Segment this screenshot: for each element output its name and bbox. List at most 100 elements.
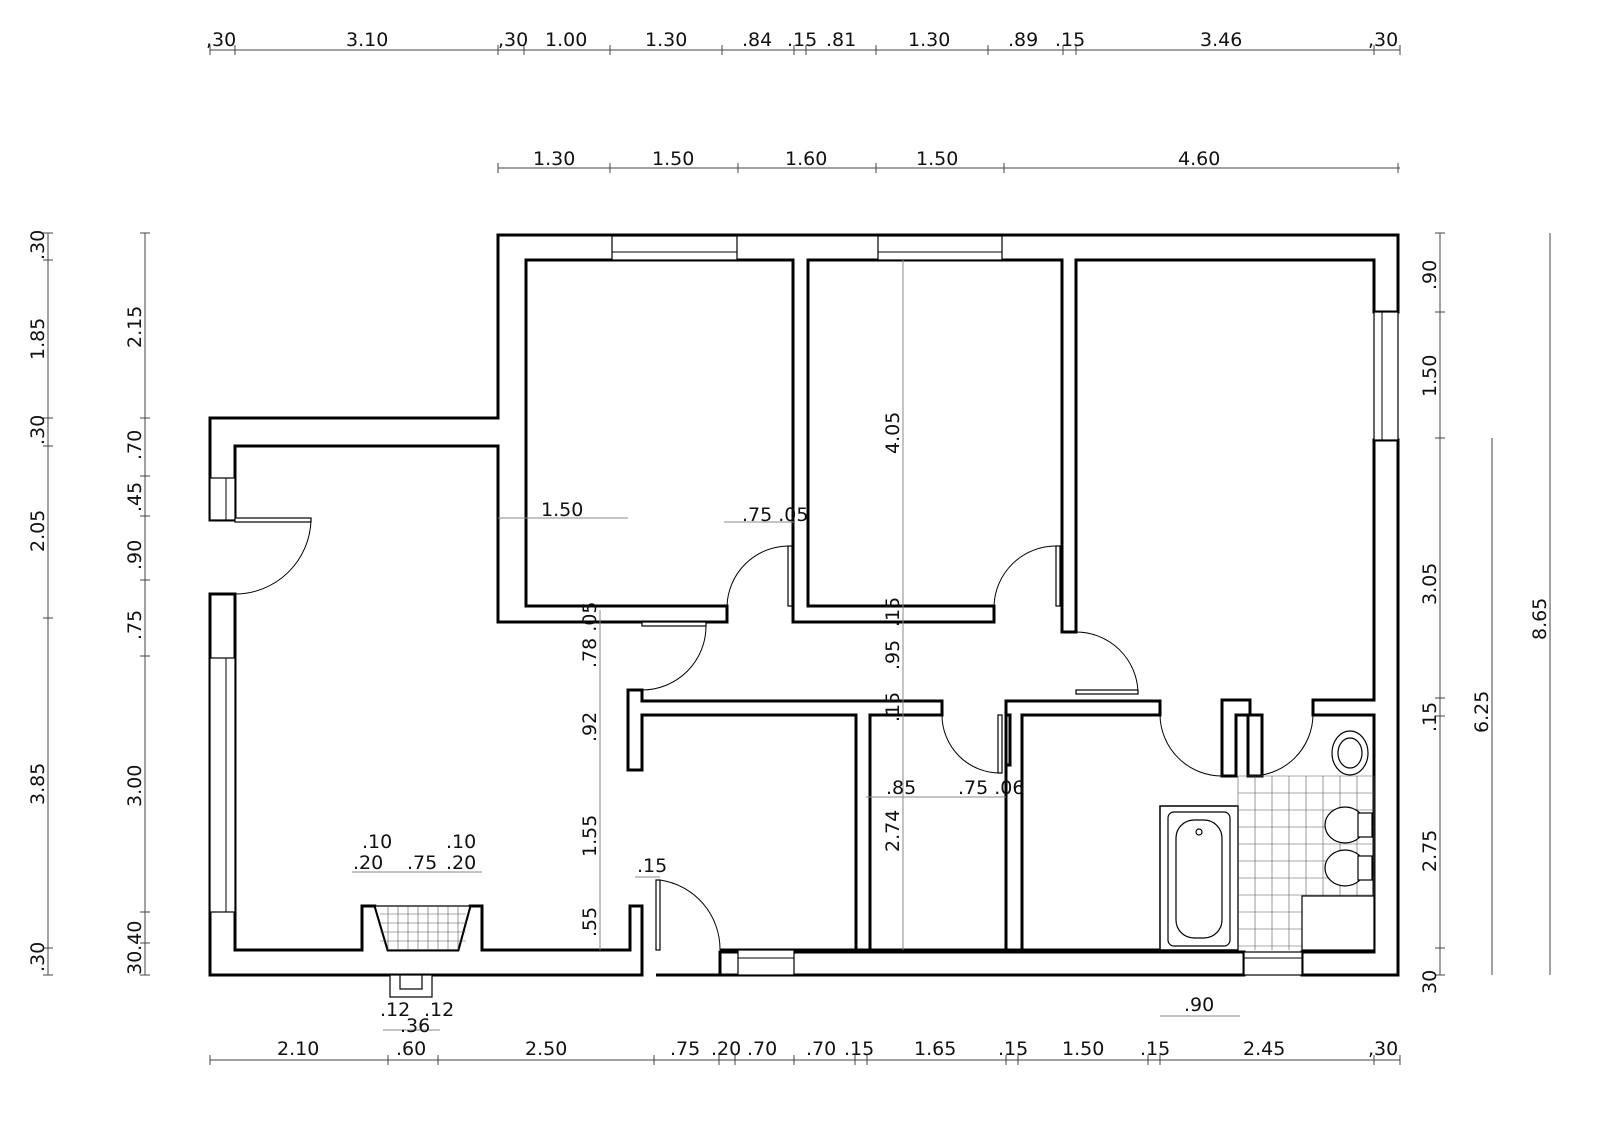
window: [1243, 951, 1303, 976]
top-dimension-labels-row2: 1.30 1.50 1.60 1.50 4.60: [533, 148, 1220, 170]
bathroom: [1159, 730, 1375, 951]
dim-label: .90: [1419, 260, 1441, 290]
dim-label: .81: [826, 29, 856, 51]
door-swing: [726, 545, 789, 607]
door-leaf: [234, 517, 312, 523]
dim-label: .15: [1055, 29, 1085, 51]
dim-label: .90: [124, 540, 146, 570]
dim-label: .60: [396, 1038, 426, 1060]
dim-label: .15: [882, 597, 904, 627]
dim-label: .15: [1140, 1038, 1170, 1060]
door-swing: [659, 879, 721, 951]
dim-label: .15: [844, 1038, 874, 1060]
dim-label: 1.30: [645, 29, 687, 51]
dim-label: 2.50: [525, 1038, 567, 1060]
dim-label: .30: [27, 230, 49, 260]
dim-label: 2.74: [882, 810, 904, 852]
dim-label: .95: [882, 640, 904, 670]
dim-label: .20: [353, 852, 383, 874]
dim-label: ,30: [206, 29, 236, 51]
dim-label: .15: [637, 855, 667, 877]
dim-label: .84: [742, 29, 772, 51]
dim-label: .20: [446, 852, 476, 874]
dim-label: ,30: [1368, 29, 1398, 51]
dim-label: 1.50: [652, 148, 694, 170]
dim-label: 1.50: [541, 499, 583, 521]
dim-label: .15: [998, 1038, 1028, 1060]
bath-wall: [1220, 698, 1252, 778]
dim-label: .30: [27, 942, 49, 972]
dim-label: .36: [400, 1015, 430, 1037]
dim-label: .70: [806, 1038, 836, 1060]
dim-label: .15: [787, 29, 817, 51]
dim-label: .70: [124, 430, 146, 460]
outer-wall-bottom: [718, 950, 1246, 977]
door-leaf: [641, 621, 707, 627]
dim-label: .78 .05: [579, 602, 601, 668]
dim-label: .75: [670, 1038, 700, 1060]
dim-label: .20: [711, 1038, 741, 1060]
door-swing: [641, 625, 707, 691]
dim-label: 4.60: [1178, 148, 1220, 170]
dim-label: .85: [886, 777, 916, 799]
window: [877, 235, 1003, 261]
dim-label: 1.30: [533, 148, 575, 170]
dim-label: 3.10: [346, 29, 388, 51]
dim-label: 8.65: [1529, 598, 1551, 640]
left-outer-dimension-labels: .30 1.85 .30 2.05 3.85 .30: [27, 230, 49, 972]
bath-wall-2: [1246, 713, 1264, 778]
right-inner-dimension-labels: .90 1.50 3.05 .15 2.75 30: [1419, 260, 1441, 994]
dim-label: 1.50: [916, 148, 958, 170]
dim-label: 4.05: [882, 412, 904, 454]
top-dimension-labels-row1: ,30 3.10 ,30 1.00 1.30 .84 .15 .81 1.30 …: [206, 29, 1398, 51]
window: [611, 235, 738, 261]
dim-label: .75 .06: [958, 777, 1024, 799]
dim-label: 1.60: [785, 148, 827, 170]
dim-label: 1.65: [914, 1038, 956, 1060]
window: [737, 949, 795, 976]
dim-label: 2.75: [1419, 830, 1441, 872]
dim-label: .70: [747, 1038, 777, 1060]
door-leaf: [787, 545, 793, 607]
dim-label: .15: [1419, 702, 1441, 732]
dim-label: .12: [424, 999, 454, 1021]
corridor-wall-right: [1004, 699, 1162, 952]
door-swing: [1075, 631, 1139, 693]
dim-label: 1.00: [545, 29, 587, 51]
dim-label: .12: [380, 999, 410, 1021]
right-outer-dimension-labels: 6.25 8.65: [1471, 598, 1551, 733]
dim-label: .90: [1184, 994, 1214, 1016]
dim-label: .75: [407, 852, 437, 874]
door-leaf: [1075, 689, 1139, 695]
dim-label: .10: [446, 831, 476, 853]
bottom-dimension-labels: 2.10 .60 2.50 .75 .20 .70 .70 .15 1.65 .…: [277, 1038, 1398, 1060]
window: [209, 477, 236, 521]
dim-label: 3.85: [27, 763, 49, 805]
window: [209, 657, 236, 913]
dim-label: .10: [362, 831, 392, 853]
dim-label: .15: [882, 692, 904, 722]
dim-label: .30: [27, 415, 49, 445]
door-leaf: [1055, 545, 1061, 607]
dim-label: 30: [1419, 970, 1441, 994]
dim-label: ,30: [1368, 1038, 1398, 1060]
windows: [209, 235, 1399, 976]
door-swing: [1159, 714, 1223, 777]
dim-label: 2.10: [277, 1038, 319, 1060]
dim-label: .45: [124, 482, 146, 512]
dim-label: 6.25: [1471, 691, 1493, 733]
dim-label: 2.45: [1243, 1038, 1285, 1060]
fireplace: [374, 905, 471, 998]
dim-label: 2.15: [124, 306, 146, 348]
doors: [234, 517, 1314, 951]
door-swing: [234, 519, 312, 595]
dimension-lines: [43, 45, 1551, 1065]
dim-label: 1.50: [1419, 355, 1441, 397]
door-swing: [1249, 714, 1314, 777]
dim-label: 2.05: [27, 510, 49, 552]
door-leaf: [655, 879, 661, 951]
dim-label: 3.46: [1200, 29, 1242, 51]
dim-label: 3.00: [124, 765, 146, 807]
dim-label: .75: [124, 610, 146, 640]
